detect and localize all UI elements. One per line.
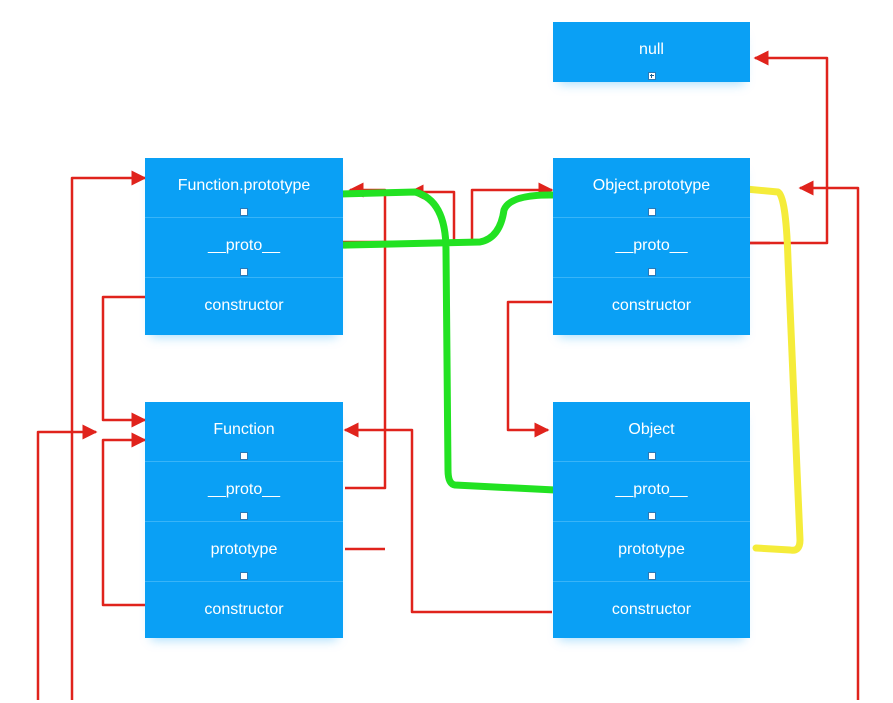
null-label: null: [639, 41, 664, 58]
proto-label: __proto__: [207, 481, 281, 498]
prototype-label: prototype: [210, 541, 278, 558]
connector-handle-icon[interactable]: [647, 268, 656, 276]
object-prototype-row: prototype: [553, 522, 750, 582]
arrow-left-edge-to-funcproto: [70, 170, 147, 700]
null-node[interactable]: null: [553, 22, 750, 82]
function-proto-row: __proto__: [145, 462, 343, 522]
green-highlight-path: [311, 188, 559, 494]
connector-handle-icon[interactable]: [647, 452, 656, 460]
proto-label: __proto__: [615, 481, 688, 498]
function-prototype-row: prototype: [145, 522, 343, 582]
arrow-objproto-constructor-to-object: [506, 300, 552, 438]
object-proto-row: __proto__: [553, 462, 750, 522]
function-label: Function: [213, 421, 275, 438]
function-title-row: Function: [145, 402, 343, 462]
function-prototype-proto-row: __proto__: [145, 218, 343, 278]
connector-handle-icon[interactable]: [647, 572, 656, 580]
function-constructor-row: constructor: [145, 582, 343, 641]
null-row: null: [553, 22, 750, 81]
object-constructor-row: constructor: [553, 582, 750, 641]
connector-handle-icon[interactable]: [240, 572, 248, 580]
arrow-object-constructor-to-function: [343, 422, 552, 614]
connector-handle-icon[interactable]: [647, 208, 656, 216]
object-prototype-node[interactable]: Object.prototype __proto__ constructor: [553, 158, 750, 335]
arrow-function-proto-to-funcproto: [345, 182, 387, 490]
object-prototype-constructor-row: constructor: [553, 278, 750, 337]
function-prototype-title-row: Function.prototype: [145, 158, 343, 218]
connector-handle-icon[interactable]: [240, 268, 248, 276]
constructor-label: constructor: [611, 601, 692, 618]
prototype-label: prototype: [618, 541, 685, 558]
arrow-left-edge-to-function: [36, 424, 98, 700]
constructor-label: constructor: [204, 297, 284, 314]
proto-label: __proto__: [615, 237, 688, 254]
object-prototype-title-row: Object.prototype: [553, 158, 750, 218]
object-prototype-label: Object.prototype: [592, 177, 711, 194]
object-prototype-proto-row: __proto__: [553, 218, 750, 278]
arrow-right-edge-to-objproto: [798, 180, 860, 700]
proto-label: __proto__: [207, 237, 281, 254]
function-node[interactable]: Function __proto__ prototype constructor: [145, 402, 343, 638]
arrow-function-constructor-to-function: [101, 432, 147, 607]
expand-icon[interactable]: [647, 72, 656, 80]
connector-handle-icon[interactable]: [647, 512, 656, 520]
constructor-label: constructor: [204, 601, 284, 618]
arrow-funcproto-constructor-to-function: [101, 295, 147, 428]
connector-handle-icon[interactable]: [240, 208, 248, 216]
constructor-label: constructor: [611, 297, 692, 314]
connector-handle-icon[interactable]: [240, 512, 248, 520]
function-prototype-label: Function.prototype: [177, 177, 311, 194]
object-node[interactable]: Object __proto__ prototype constructor: [553, 402, 750, 638]
connector-handle-icon[interactable]: [240, 452, 248, 460]
object-label: Object: [628, 421, 675, 438]
function-prototype-constructor-row: constructor: [145, 278, 343, 337]
yellow-highlight-path: [731, 184, 804, 554]
function-prototype-node[interactable]: Function.prototype __proto__ constructor: [145, 158, 343, 335]
object-title-row: Object: [553, 402, 750, 462]
